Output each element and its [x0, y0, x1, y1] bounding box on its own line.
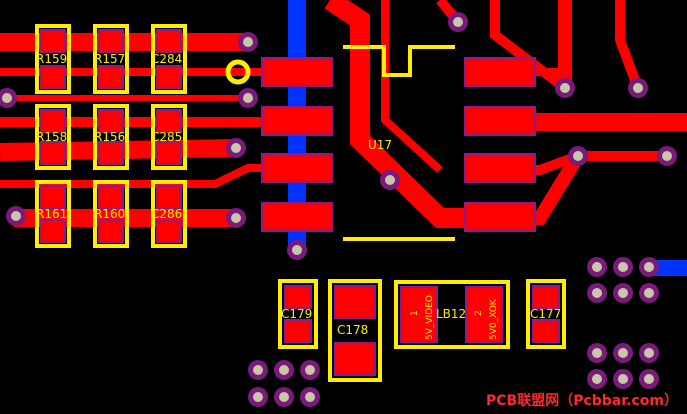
- lb12-outline: [394, 280, 510, 349]
- u17-pad-3: [261, 153, 333, 183]
- u17-pad-2: [261, 106, 333, 136]
- c284-outline: [151, 24, 187, 94]
- u17-pad-4: [261, 202, 333, 232]
- trace: [381, 0, 443, 173]
- c178-outline: [328, 279, 382, 382]
- u17-pads: [261, 57, 536, 232]
- trace: [324, 0, 500, 228]
- pad: [156, 109, 182, 133]
- label-c177: C177: [530, 307, 561, 321]
- c179-pad-1: [284, 285, 312, 309]
- via-array-right-bottom: [587, 343, 659, 389]
- u17-pad-7: [464, 106, 536, 136]
- pad: [156, 29, 182, 53]
- pad: [40, 109, 66, 133]
- label-u17: U17: [368, 138, 392, 152]
- pad: [40, 141, 66, 165]
- pad: [156, 65, 182, 89]
- lb12-pad-1: [400, 286, 438, 343]
- via: [657, 146, 677, 166]
- label-c178: C178: [337, 323, 368, 337]
- via-array-bottom-left: [248, 360, 320, 407]
- via: [6, 206, 26, 226]
- via-array-right-top: [587, 257, 659, 303]
- c177-pad-1: [532, 285, 560, 309]
- label-r161: R161: [36, 207, 67, 221]
- u17-pad-6: [464, 153, 536, 183]
- watermark: PCB联盟网（Pcbbar.com）: [486, 393, 678, 409]
- r156-outline: [93, 104, 129, 170]
- label-r160: R160: [94, 207, 125, 221]
- trace: [615, 0, 643, 90]
- c286-outline: [151, 180, 187, 248]
- via: [226, 208, 246, 228]
- lb12-pad-2: [465, 286, 503, 343]
- pad: [156, 185, 182, 209]
- label-c285: C285: [151, 130, 182, 144]
- vias: [0, 12, 677, 407]
- r161-outline: [35, 180, 71, 248]
- pad: [40, 219, 66, 243]
- label-lb12-pin1-net: 5V_VIDEO: [425, 295, 435, 340]
- label-lb12-pin2-net: 5V0_XOK: [489, 298, 499, 340]
- label-c284: C284: [151, 52, 182, 66]
- r159-outline: [35, 24, 71, 94]
- label-r157: R157: [94, 52, 125, 66]
- c179-pad-2: [284, 319, 312, 343]
- c178-pad-1: [334, 285, 376, 319]
- via: [380, 170, 400, 190]
- c179-outline: [278, 279, 318, 349]
- pad: [40, 185, 66, 209]
- silkscreen-labels: R159 R157 C284 R158 R156 C285 R161 R160 …: [36, 52, 561, 340]
- pad: [98, 109, 124, 133]
- pad: [98, 185, 124, 209]
- c285-outline: [151, 104, 187, 170]
- label-r156: R156: [94, 130, 125, 144]
- via: [0, 88, 17, 108]
- label-lb12: LB12: [436, 307, 466, 321]
- label-lb12-pin1: 1: [410, 310, 420, 316]
- via: [448, 12, 468, 32]
- pad: [156, 219, 182, 243]
- via: [287, 240, 307, 260]
- c178-pad-2: [334, 342, 376, 376]
- pad: [156, 141, 182, 165]
- label-r159: R159: [36, 52, 67, 66]
- via: [628, 78, 648, 98]
- silkscreen-outlines: [35, 24, 566, 382]
- u17-pad-1: [261, 57, 333, 87]
- pad: [98, 29, 124, 53]
- label-r158: R158: [36, 130, 67, 144]
- pad: [40, 29, 66, 53]
- pad: [98, 65, 124, 89]
- pad: [40, 65, 66, 89]
- pad: [98, 219, 124, 243]
- label-c179: C179: [281, 307, 312, 321]
- u17-pad-5: [464, 202, 536, 232]
- r160-outline: [93, 180, 129, 248]
- label-c286: C286: [151, 207, 182, 221]
- u17-pin1-mark: [343, 45, 455, 77]
- via: [555, 78, 575, 98]
- via: [238, 32, 258, 52]
- pad: [98, 141, 124, 165]
- label-lb12-pin2: 2: [474, 310, 484, 316]
- via: [568, 146, 588, 166]
- pin1-marker: [225, 59, 251, 85]
- c177-pad-2: [532, 319, 560, 343]
- blue-trace-right: [652, 260, 687, 276]
- via: [238, 88, 258, 108]
- r158-outline: [35, 104, 71, 170]
- c177-outline: [526, 279, 566, 349]
- r157-outline: [93, 24, 129, 94]
- via: [226, 138, 246, 158]
- u17-pad-8: [464, 57, 536, 87]
- passive-pads: [40, 29, 560, 376]
